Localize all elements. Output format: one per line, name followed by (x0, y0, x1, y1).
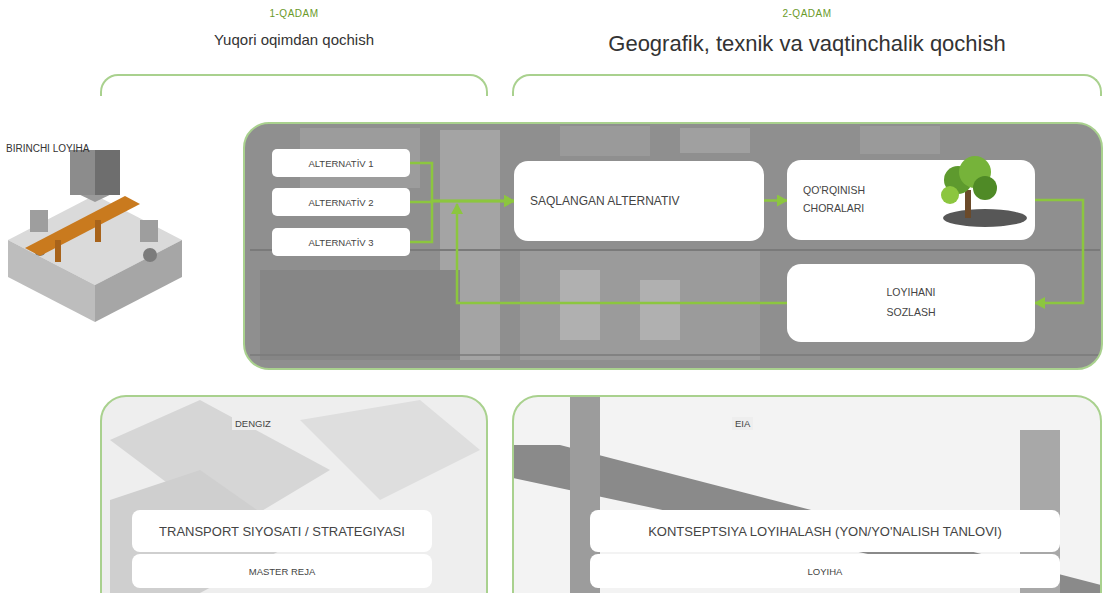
step-heading: Geografik, texnik va vaqtinchalik qochis… (512, 31, 1102, 57)
box-text: MASTER REJA (249, 566, 316, 577)
connector-arrow (764, 199, 787, 202)
process-box: ALTERNATİV 1 (272, 149, 410, 177)
figure-label: BIRINCHI LOYIHA (6, 143, 89, 154)
step-bracket: 1-QADAM Yuqori oqimdan qochish (100, 6, 488, 96)
connector-arrow (1035, 200, 1083, 303)
panel-label: EIA (732, 417, 753, 430)
box-text: SAQLANGAN ALTERNATIV (530, 194, 680, 208)
box-text: LOYIHANI SOZLASH (864, 283, 959, 323)
process-box: KONTSEPTSIYA LOYIHALASH (YON/YO'NALISH T… (590, 510, 1060, 552)
panel-label: DENGIZ (232, 417, 274, 430)
connector-arrow (410, 163, 514, 201)
box-text: ALTERNATİV 2 (308, 197, 373, 208)
box-text: ALTERNATİV 3 (308, 237, 373, 248)
process-box: ALTERNATİV 3 (272, 228, 410, 256)
bracket-line (512, 74, 1102, 96)
process-box: ALTERNATİV 2 (272, 188, 410, 216)
process-box: QO'RQINISH CHORALARI (787, 160, 1035, 240)
step-heading: Yuqori oqimdan qochish (100, 31, 488, 48)
step-bracket: 2-QADAM Geografik, texnik va vaqtinchalik… (512, 6, 1102, 96)
group-panel: ALTERNATİV 1 ALTERNATİV 2 ALTERNATİV 3 SAQL… (243, 122, 1103, 370)
process-box: SAQLANGAN ALTERNATIV (514, 161, 764, 241)
box-text: ALTERNATİV 1 (308, 158, 373, 169)
bracket-line (100, 74, 488, 96)
box-text: KONTSEPTSIYA LOYIHALASH (YON/YO'NALISH T… (648, 524, 1002, 539)
box-text: QO'RQINISH CHORALARI (803, 182, 908, 218)
process-box: MASTER REJA (132, 554, 432, 588)
process-box: LOYIHANI SOZLASH (787, 264, 1035, 342)
process-box: LOYIHA (590, 554, 1060, 588)
box-text: LOYIHA (808, 566, 843, 577)
step-number: 2-QADAM (512, 8, 1102, 19)
connector-arrow (410, 201, 514, 242)
group-panel: EIA KONTSEPTSIYA LOYIHALASH (YON/YO'NALIS… (512, 395, 1102, 593)
group-panel: DENGIZ TRANSPORT SIYOSATI / STRATEGIYASI M… (100, 395, 488, 593)
step-number: 1-QADAM (100, 8, 488, 19)
box-text: TRANSPORT SIYOSATI / STRATEGIYASI (159, 524, 405, 539)
process-box: TRANSPORT SIYOSATI / STRATEGIYASI (132, 510, 432, 552)
